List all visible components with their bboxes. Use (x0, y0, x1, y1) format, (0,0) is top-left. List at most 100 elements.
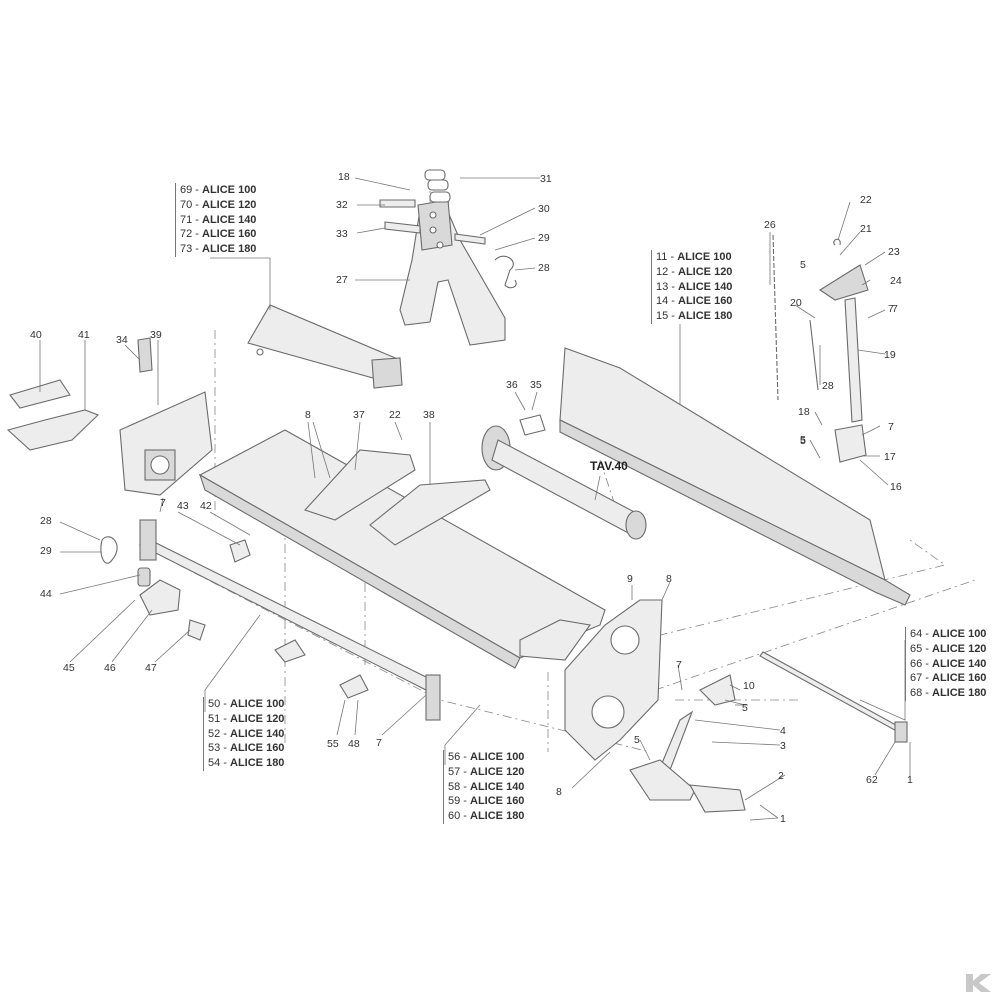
callout-7d: 7 (676, 659, 682, 671)
callout-17: 17 (884, 451, 896, 463)
callout-2: 2 (778, 770, 784, 782)
variant-row: 51 - ALICE 120 (208, 712, 285, 725)
callout-7b: 7 (888, 421, 894, 433)
callout-7e: 7 (376, 737, 382, 749)
callout-19: 19 (884, 349, 896, 361)
callout-40: 40 (30, 329, 42, 341)
callout-22a: 22 (860, 194, 872, 206)
variant-row: 14 - ALICE 160 (656, 295, 733, 308)
variant-row: 66 - ALICE 140 (910, 657, 987, 670)
callout-30: 30 (538, 203, 550, 215)
callout-7f: 7 (892, 303, 898, 315)
callout-5a: 5 (800, 259, 806, 271)
variant-row: 52 - ALICE 140 (208, 727, 285, 740)
center-brackets (304, 449, 491, 546)
callout-33: 33 (336, 228, 348, 240)
group-front-beam-variants: 50 - ALICE 100 51 - ALICE 120 52 - ALICE… (203, 697, 284, 771)
callout-24: 24 (890, 275, 902, 287)
variant-row: 53 - ALICE 160 (208, 742, 285, 755)
center-drive-shaft (481, 414, 647, 540)
group-leveling-board-variants: 11 - ALICE 100 12 - ALICE 120 13 - ALICE… (651, 250, 732, 324)
left-tow-bracket (100, 536, 369, 699)
callout-3: 3 (780, 740, 786, 752)
callout-22b: 22 (389, 409, 401, 421)
callout-38: 38 (423, 409, 435, 421)
left-skid-parts (6, 337, 153, 451)
variant-row: 57 - ALICE 120 (448, 765, 525, 778)
variant-row: 70 - ALICE 120 (180, 198, 257, 211)
leader-lines (39, 177, 911, 821)
variant-row: 69 - ALICE 100 (180, 184, 257, 196)
group-rod-variants: 64 - ALICE 100 65 - ALICE 120 66 - ALICE… (905, 627, 986, 701)
variant-row: 54 - ALICE 180 (208, 757, 285, 770)
main-hood-panel (198, 429, 606, 669)
callout-43: 43 (177, 500, 189, 512)
callout-39: 39 (150, 329, 162, 341)
top-link-bar (247, 304, 403, 389)
left-side-plate (119, 391, 213, 496)
callout-47: 47 (145, 662, 157, 674)
callout-18b: 18 (798, 406, 810, 418)
callout-46: 46 (104, 662, 116, 674)
callout-18a: 18 (338, 171, 350, 183)
callout-32: 32 (336, 199, 348, 211)
callout-44: 44 (40, 588, 52, 600)
callout-28a: 28 (538, 262, 550, 274)
group-hood-variants: 56 - ALICE 100 57 - ALICE 120 58 - ALICE… (443, 750, 524, 824)
right-gearbox-plate (519, 599, 663, 761)
callout-42: 42 (200, 500, 212, 512)
callout-29b: 29 (40, 545, 52, 557)
variant-row: 67 - ALICE 160 (910, 672, 987, 685)
variant-row: 73 - ALICE 180 (180, 243, 257, 256)
right-skid-parts (629, 674, 746, 813)
callout-48: 48 (348, 738, 360, 750)
tav-reference: TAV.40 (590, 459, 628, 473)
callout-26: 26 (764, 219, 776, 231)
variant-row: 71 - ALICE 140 (180, 213, 257, 226)
callout-29a: 29 (538, 232, 550, 244)
variant-row: 60 - ALICE 180 (448, 810, 525, 823)
callout-10: 10 (743, 680, 755, 692)
variant-row: 68 - ALICE 180 (910, 687, 987, 700)
callout-8b: 8 (666, 573, 672, 585)
callout-45: 45 (63, 662, 75, 674)
callout-16: 16 (890, 481, 902, 493)
callout-55: 55 (327, 738, 339, 750)
brand-k-logo (966, 974, 991, 992)
variant-row: 12 - ALICE 120 (656, 265, 733, 278)
variant-row: 59 - ALICE 160 (448, 795, 525, 808)
callout-1b: 1 (907, 774, 913, 786)
callout-23: 23 (888, 246, 900, 258)
group-top-link-variants: 69 - ALICE 100 70 - ALICE 120 71 - ALICE… (175, 183, 256, 257)
variant-row: 15 - ALICE 180 (656, 310, 733, 323)
callout-7a: 7 (888, 303, 894, 315)
callout-31: 31 (540, 173, 552, 185)
callout-34: 34 (116, 334, 128, 346)
callout-62: 62 (866, 774, 878, 786)
variant-row: 11 - ALICE 100 (656, 251, 732, 263)
callout-5b: 5 (800, 434, 806, 446)
rear-leveling-board (559, 347, 911, 606)
callout-5c: 5 (634, 734, 640, 746)
front-beam (138, 519, 441, 721)
callout-1: 1 (780, 813, 786, 825)
callout-41: 41 (78, 329, 90, 341)
variant-row: 50 - ALICE 100 (208, 698, 285, 710)
callout-8c: 8 (556, 786, 562, 798)
callout-37: 37 (353, 409, 365, 421)
callout-5e: 5 (800, 435, 806, 447)
variant-row: 72 - ALICE 160 (180, 228, 257, 241)
callout-20: 20 (790, 297, 802, 309)
callout-21: 21 (860, 223, 872, 235)
roller-adjust-parts (772, 234, 869, 463)
variant-row: 64 - ALICE 100 (910, 628, 987, 640)
callout-35: 35 (530, 379, 542, 391)
variant-row: 58 - ALICE 140 (448, 780, 525, 793)
variant-row: 56 - ALICE 100 (448, 751, 525, 763)
callout-28b: 28 (822, 380, 834, 392)
callout-27: 27 (336, 274, 348, 286)
callout-7c: 7 (160, 497, 166, 509)
callout-9: 9 (627, 573, 633, 585)
